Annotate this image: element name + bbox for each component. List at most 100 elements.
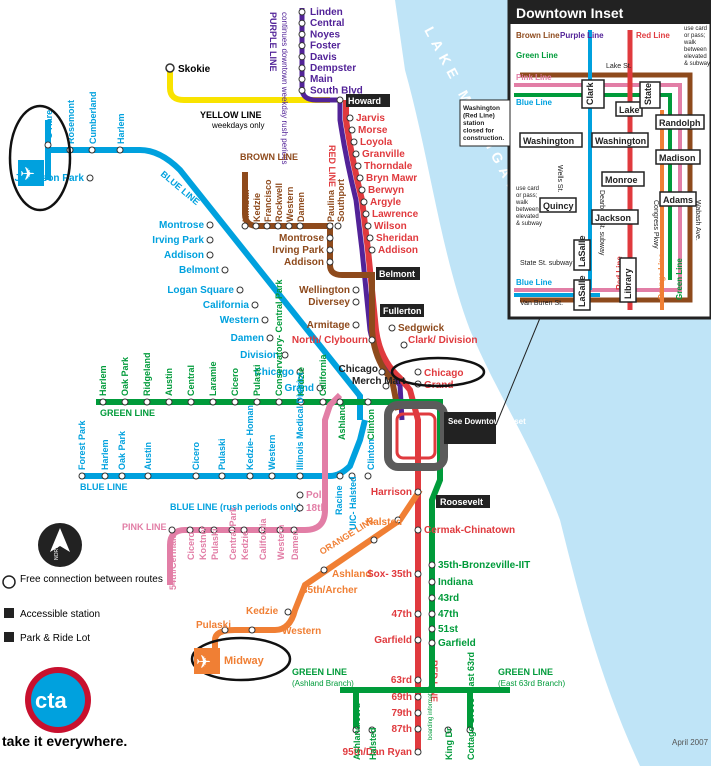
station-diversey-dot[interactable] [352,298,360,306]
station-king-dr-dot[interactable] [444,726,452,734]
station-jarvis-dot[interactable] [346,114,354,122]
station-california-dot[interactable] [258,526,266,534]
station-47th-dot[interactable] [428,610,436,618]
station-cicero-dot[interactable] [192,472,200,480]
station-clinton-dot[interactable] [364,472,372,480]
station-loyola-dot[interactable] [350,138,358,146]
station-pulaski-dot[interactable] [253,398,261,406]
station-california-dot[interactable] [251,301,259,309]
station-43rd-dot[interactable] [428,594,436,602]
station-foster-dot[interactable] [298,42,306,50]
station-main-dot[interactable] [298,75,306,83]
station-central-dot[interactable] [187,398,195,406]
station-rockwell-dot[interactable] [274,222,282,230]
station-irving-park-dot[interactable] [206,236,214,244]
station-cottage-grove-east-63rd-dot[interactable] [466,726,474,734]
station-pulaski-dot[interactable] [210,526,218,534]
station-kedzie-dot[interactable] [240,526,248,534]
station-montrose-dot[interactable] [326,234,334,242]
station-sedgwick-dot[interactable] [388,324,396,332]
station-kostner-dot[interactable] [198,526,206,534]
station-western-dot[interactable] [285,222,293,230]
station-garfield-dot[interactable] [414,636,422,644]
station-francisco-dot[interactable] [263,222,271,230]
station-87th-dot[interactable] [414,725,422,733]
station-western-dot[interactable] [268,472,276,480]
station-austin-dot[interactable] [165,398,173,406]
inset-station-lasalle-12[interactable]: LaSalle [577,235,587,267]
inset-station-madison-6[interactable]: Madison [659,153,696,163]
station-35th-archer-dot[interactable] [320,566,328,574]
station-chicago-dot[interactable] [378,368,386,376]
station-ashland-dot[interactable] [370,536,378,544]
station-harlem-dot[interactable] [116,146,124,154]
station-dempster-dot[interactable] [298,64,306,72]
station-95th-dan-ryan-dot[interactable] [414,748,422,756]
station-clinton-dot[interactable] [364,398,372,406]
station-halsted-dot[interactable] [394,516,402,524]
station-howard-dot[interactable] [336,96,344,104]
inset-station-state-2[interactable]: State [643,83,653,105]
inset-station-lasalle-14[interactable]: LaSalle [577,275,587,307]
station-79th-dot[interactable] [414,709,422,717]
station-cermak-chinatown-dot[interactable] [414,526,422,534]
inset-station-adams-11[interactable]: Adams [663,195,693,205]
station-18th-dot[interactable] [296,504,304,512]
station-logan-square-dot[interactable] [236,286,244,294]
station-pulaski-dot[interactable] [221,626,229,634]
station-halsted-dot[interactable] [368,726,376,734]
station-damen-dot[interactable] [290,526,298,534]
station-austin-dot[interactable] [144,472,152,480]
station-california-dot[interactable] [319,398,327,406]
station-illinois-medical-district-dot[interactable] [296,472,304,480]
station-central-park-dot[interactable] [228,526,236,534]
station-35th-bronzeville-iit-dot[interactable] [428,561,436,569]
station-garfield-dot[interactable] [428,639,436,647]
station-central-dot[interactable] [298,19,306,27]
station-addison-dot[interactable] [206,251,214,259]
station-harlem-dot[interactable] [99,398,107,406]
station-harrison-dot[interactable] [414,488,422,496]
station-47th-dot[interactable] [414,610,422,618]
station-grand-dot[interactable] [316,384,324,392]
station-indiana-dot[interactable] [428,578,436,586]
see-inset-box[interactable] [444,412,496,444]
station-addison-dot[interactable] [368,246,376,254]
station-kimball-dot[interactable] [241,222,249,230]
station-69th-dot[interactable] [414,693,422,701]
station-wilson-dot[interactable] [364,222,372,230]
station-argyle-dot[interactable] [360,198,368,206]
station-51st-dot[interactable] [428,625,436,633]
station-63rd-dot[interactable] [414,676,422,684]
station-bryn-mawr-dot[interactable] [356,174,364,182]
inset-station-quincy-9[interactable]: Quincy [543,201,574,211]
station-morse-dot[interactable] [348,126,356,134]
station-wellington-dot[interactable] [352,286,360,294]
station-armitage-dot[interactable] [352,321,360,329]
station-sox-35th-dot[interactable] [414,570,422,578]
inset-station-washington-4[interactable]: Washington [523,136,574,146]
station-south-blvd-dot[interactable] [298,86,306,94]
station-oak-park-dot[interactable] [121,398,129,406]
station-irving-park-dot[interactable] [326,246,334,254]
station-ridgeland-dot[interactable] [143,398,151,406]
station-cicero-dot[interactable] [186,526,194,534]
station-jefferson-park-dot[interactable] [86,174,94,182]
station-o-hare-dot[interactable] [44,141,52,149]
station-skokie[interactable] [165,63,175,73]
station-laramie-dot[interactable] [209,398,217,406]
station-addison-dot[interactable] [326,258,334,266]
station-linden-dot[interactable] [298,8,306,16]
station-pulaski-dot[interactable] [218,472,226,480]
station-ashland-dot[interactable] [336,398,344,406]
inset-station-monroe-7[interactable]: Monroe [605,175,638,185]
station-belmont-dot[interactable] [221,266,229,274]
station-kedzie-dot[interactable] [297,398,305,406]
station-cumberland-dot[interactable] [88,146,96,154]
station-kedzie-dot[interactable] [252,222,260,230]
station-kedzie-homan-dot[interactable] [246,472,254,480]
station-western-dot[interactable] [276,526,284,534]
station-western-dot[interactable] [284,608,292,616]
inset-station-clark-0[interactable]: Clark [585,81,595,105]
station-davis-dot[interactable] [298,53,306,61]
